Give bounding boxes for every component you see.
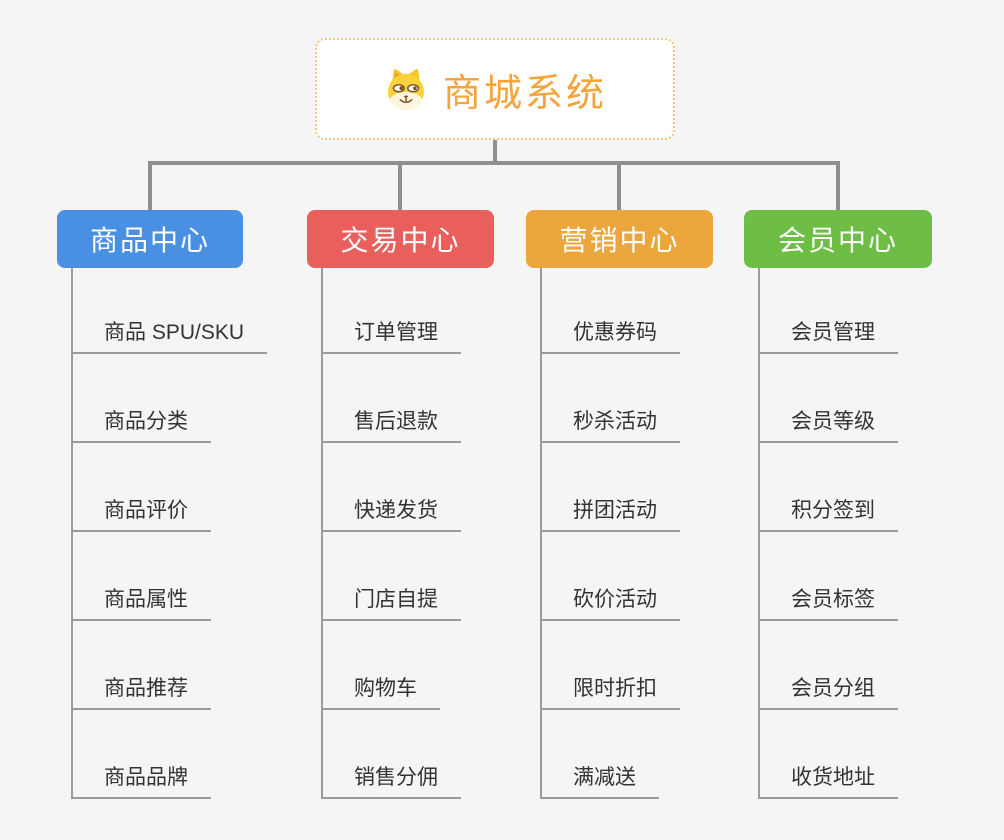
branch-label: 商品中心 [89, 225, 210, 256]
leaf-node[interactable]: 积分签到 [758, 484, 898, 532]
leaf-node[interactable]: 商品评价 [71, 484, 211, 532]
leaf-node[interactable]: 优惠券码 [540, 306, 680, 354]
connector-stub-marketing [617, 165, 621, 210]
branch-label: 营销中心 [559, 225, 680, 256]
connector-root-stub [493, 140, 497, 163]
leaf-node[interactable]: 门店自提 [321, 573, 461, 621]
spine-product-center [71, 268, 73, 799]
leaf-node[interactable]: 拼团活动 [540, 484, 680, 532]
leaf-node[interactable]: 快递发货 [321, 484, 461, 532]
leaf-node[interactable]: 销售分佣 [321, 751, 461, 799]
spine-trade-center [321, 268, 323, 799]
spine-member-center [758, 268, 760, 799]
root-node[interactable]: 商城系统 [315, 38, 675, 140]
branch-node-member-center[interactable]: 会员中心 [744, 210, 932, 268]
leaf-node[interactable]: 订单管理 [321, 306, 461, 354]
branch-label: 会员中心 [777, 225, 898, 256]
branch-node-trade-center[interactable]: 交易中心 [307, 210, 494, 268]
connector-stub-products [148, 165, 152, 210]
connector-stub-trade [398, 165, 402, 210]
spine-marketing-center [540, 268, 542, 799]
dog-face-icon [383, 66, 429, 112]
leaf-node[interactable]: 商品推荐 [71, 662, 211, 710]
leaf-node[interactable]: 购物车 [321, 662, 440, 710]
leaf-node[interactable]: 售后退款 [321, 395, 461, 443]
leaf-node[interactable]: 砍价活动 [540, 573, 680, 621]
leaf-node[interactable]: 商品品牌 [71, 751, 211, 799]
branch-label: 交易中心 [340, 225, 461, 256]
leaf-node[interactable]: 会员等级 [758, 395, 898, 443]
branch-node-marketing-center[interactable]: 营销中心 [526, 210, 713, 268]
leaf-node[interactable]: 商品 SPU/SKU [71, 306, 268, 354]
leaf-node[interactable]: 收货地址 [758, 751, 898, 799]
leaf-node[interactable]: 会员分组 [758, 662, 898, 710]
leaf-node[interactable]: 满减送 [540, 751, 659, 799]
leaf-node[interactable]: 会员标签 [758, 573, 898, 621]
leaf-node[interactable]: 限时折扣 [540, 662, 680, 710]
branch-node-product-center[interactable]: 商品中心 [57, 210, 243, 268]
leaf-node[interactable]: 商品属性 [71, 573, 211, 621]
root-title: 商城系统 [442, 72, 607, 115]
leaf-node[interactable]: 商品分类 [71, 395, 211, 443]
leaf-node[interactable]: 秒杀活动 [540, 395, 680, 443]
connector-stub-members [836, 165, 840, 210]
leaf-node[interactable]: 会员管理 [758, 306, 898, 354]
connector-horizontal [148, 161, 840, 165]
